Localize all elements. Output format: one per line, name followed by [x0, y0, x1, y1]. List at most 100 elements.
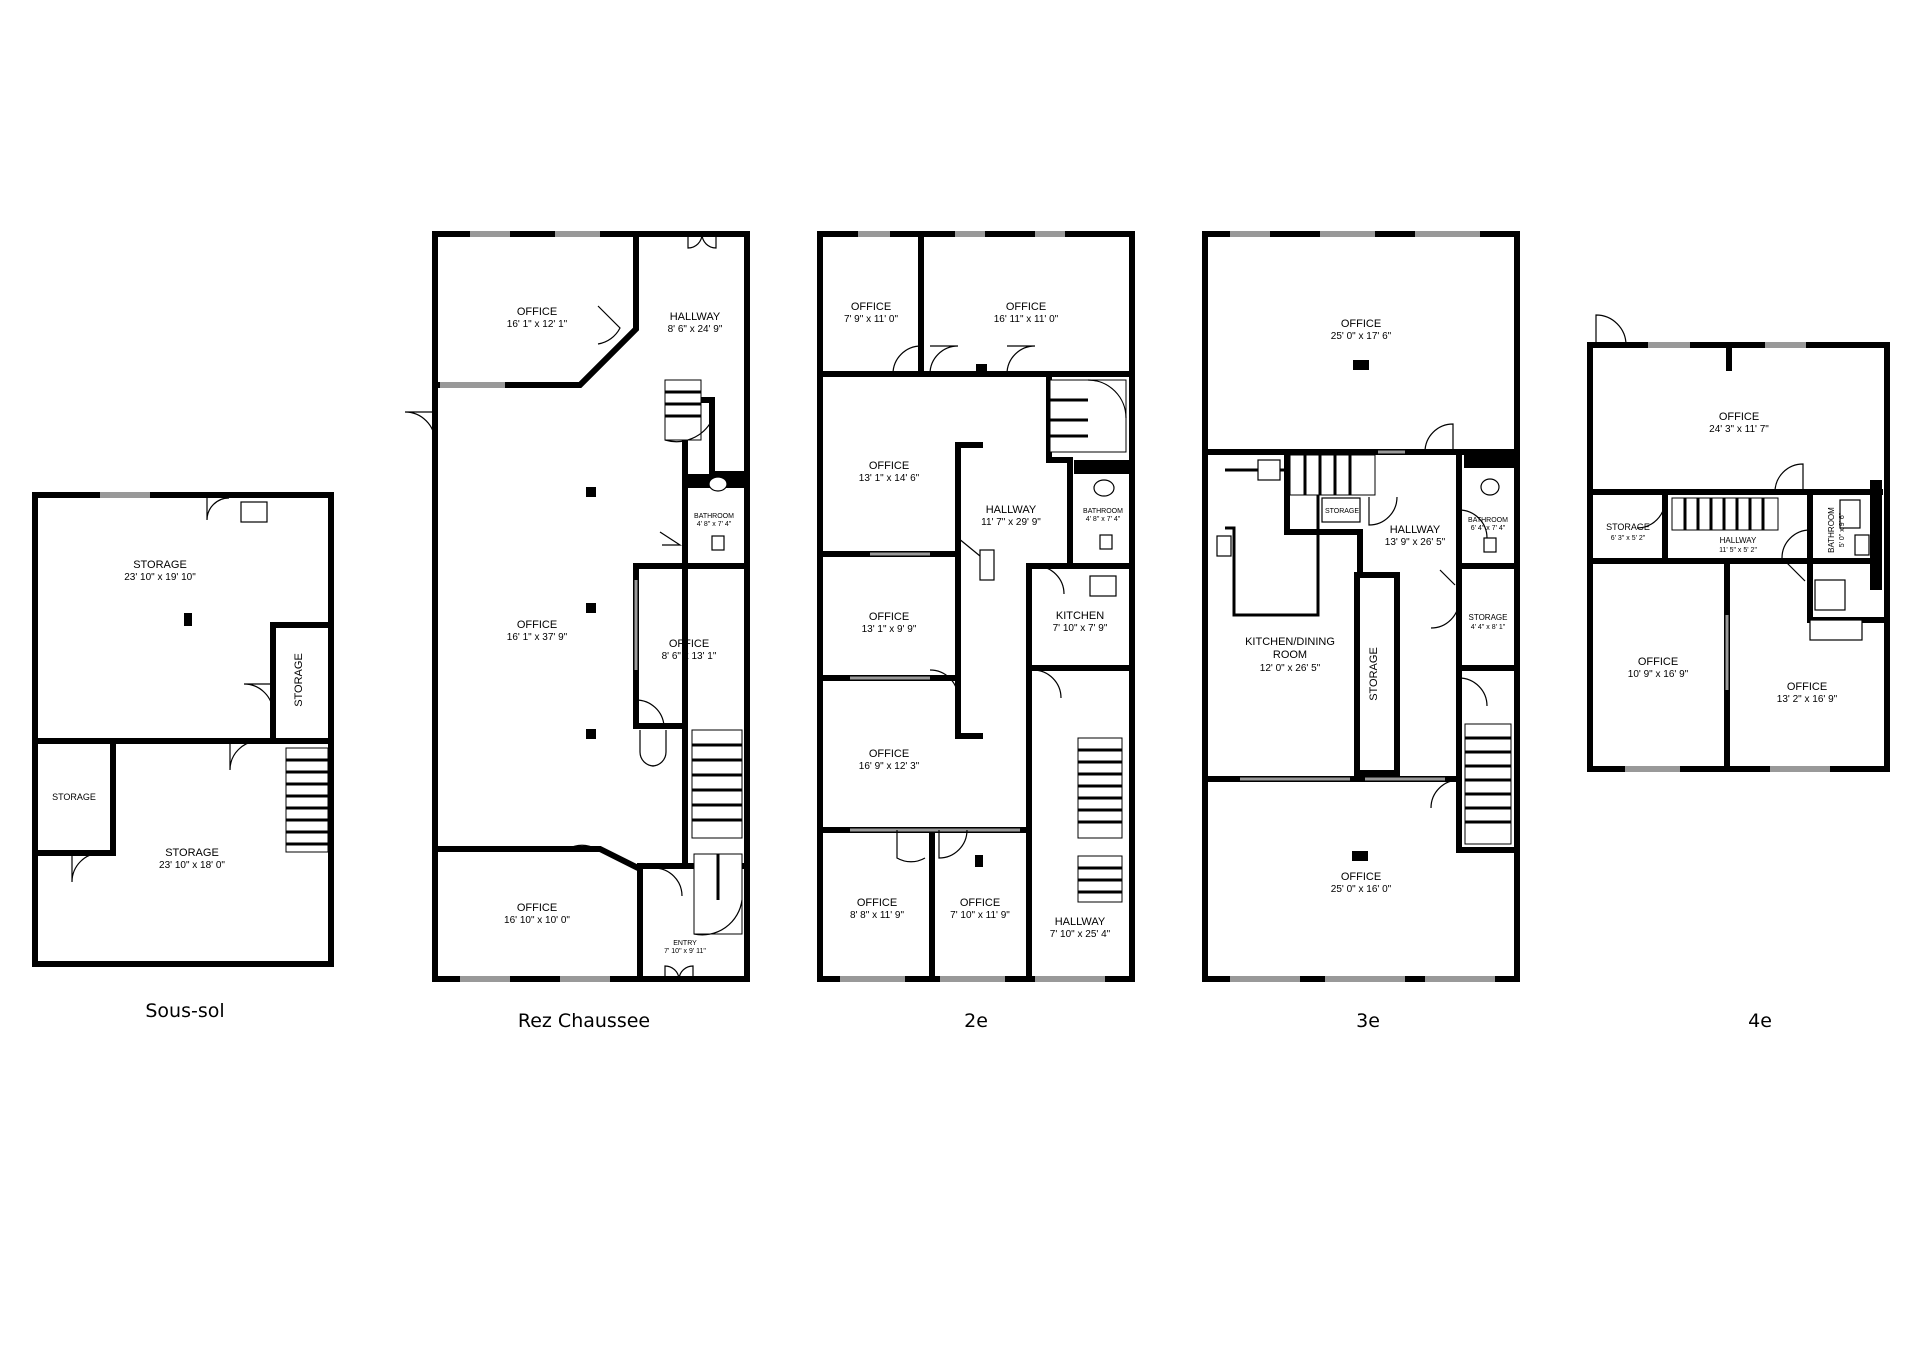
room-dims: 24' 3" x 11' 7" [1709, 424, 1769, 435]
stair-2e-2 [1077, 737, 1123, 839]
walls [1202, 231, 1520, 982]
room-name: ENTRY [673, 940, 697, 947]
room-dims: 5' 0" x 9' 6" [1839, 512, 1846, 547]
room-dims: 4' 4" x 8' 1" [1471, 624, 1506, 631]
room-dims: 11' 5" x 5' 2" [1719, 547, 1757, 554]
room-name: OFFICE [1006, 301, 1046, 313]
stair-ground-2 [691, 729, 743, 839]
room-dims: 7' 10" x 25' 4" [1050, 929, 1111, 940]
fixtures [1671, 497, 1870, 641]
stair-3e-2 [1464, 723, 1512, 845]
room-name: STORAGE [133, 559, 187, 571]
room-name: STORAGE [165, 847, 219, 859]
room-dims: 4' 8" x 7' 4" [1086, 516, 1121, 523]
floor-plan-3e: OFFICE 25' 0" x 17' 6" STORAGE HALLWAY 1… [1202, 231, 1520, 1032]
stair-3e-1 [1289, 454, 1376, 496]
room-name: STORAGE [1469, 613, 1508, 622]
room-name: OFFICE [857, 897, 897, 909]
room-name: OFFICE [517, 619, 557, 631]
room-dims: 13' 1" x 9' 9" [862, 624, 917, 635]
room-dims: 11' 7" x 29' 9" [981, 517, 1041, 528]
room-name: KITCHEN/DINING [1245, 636, 1335, 648]
stair-ground-3 [693, 853, 743, 936]
room-dims: 23' 10" x 18' 0" [159, 860, 225, 871]
room-dims: 7' 10" x 11' 9" [950, 910, 1010, 921]
room-name: OFFICE [960, 897, 1000, 909]
room-name: STORAGE [1368, 647, 1380, 701]
stair-4e [1671, 497, 1779, 531]
stair-2e-3 [1077, 855, 1123, 903]
room-dims: 25' 0" x 17' 6" [1331, 331, 1392, 342]
room-dims: 16' 1" x 12' 1" [507, 319, 568, 330]
room-name: OFFICE [1341, 871, 1381, 883]
windows [840, 231, 1105, 982]
room-dims: 16' 11" x 11' 0" [994, 314, 1059, 325]
room-name: STORAGE [1325, 508, 1359, 515]
room-name: OFFICE [1787, 681, 1827, 693]
stair-basement [285, 747, 329, 853]
windows [1625, 342, 1830, 772]
room-name: OFFICE [851, 301, 891, 313]
floor-label: 3e [1356, 1010, 1380, 1032]
room-name: STORAGE [52, 792, 96, 802]
room-name: STORAGE [293, 653, 305, 707]
room-name: BATHROOM [1827, 507, 1836, 553]
room-name: OFFICE [517, 902, 557, 914]
doors [404, 233, 717, 980]
stair-2e-1 [1049, 379, 1127, 453]
fixtures [975, 364, 1132, 903]
stair-ground-1 [664, 379, 713, 443]
room-dims: 16' 10" x 10' 0" [504, 915, 570, 926]
room-dims: 6' 3" x 5' 2" [1611, 535, 1646, 542]
floor-plan-rez-chaussee: OFFICE 16' 1" x 12' 1" HALLWAY 8' 6" x 2… [404, 231, 750, 1032]
room-dims: 7' 10" x 9' 11" [664, 948, 706, 955]
room-dims: 13' 1" x 14' 6" [859, 473, 920, 484]
room-dims: 4' 8" x 7' 4" [697, 521, 732, 528]
floor-label: Sous-sol [145, 1000, 224, 1022]
doors [1595, 314, 1811, 582]
room-name: BATHROOM [1083, 508, 1123, 515]
room-dims: 7' 9" x 11' 0" [844, 314, 899, 325]
room-dims: 12' 0" x 26' 5" [1260, 663, 1321, 674]
room-name: HALLWAY [1055, 916, 1106, 928]
floor-label: 2e [964, 1010, 988, 1032]
room-name: KITCHEN [1056, 610, 1104, 622]
fixtures [1216, 360, 1517, 861]
room-dims: 23' 10" x 19' 10" [124, 572, 196, 583]
windows [440, 231, 638, 982]
room-name: ROOM [1273, 649, 1307, 661]
room-name: OFFICE [869, 611, 909, 623]
room-name: HALLWAY [1390, 524, 1441, 536]
walls [1587, 342, 1890, 772]
room-dims: 10' 9" x 16' 9" [1628, 669, 1689, 680]
windows [1230, 231, 1495, 982]
room-name: OFFICE [517, 306, 557, 318]
room-name: OFFICE [869, 748, 909, 760]
room-dims: 8' 8" x 11' 9" [850, 910, 905, 921]
floor-plan-sous-sol: STORAGE 23' 10" x 19' 10" STORAGE STORAG… [32, 492, 334, 1022]
room-name: OFFICE [669, 638, 709, 650]
room-dims: 16' 9" x 12' 3" [859, 761, 920, 772]
room-name: OFFICE [1341, 318, 1381, 330]
room-dims: 13' 2" x 16' 9" [1777, 694, 1838, 705]
room-name: OFFICE [1719, 411, 1759, 423]
fixtures [586, 379, 747, 936]
fixtures [184, 501, 329, 853]
room-name: HALLWAY [1720, 536, 1757, 545]
floor-label: 4e [1748, 1010, 1772, 1032]
room-name: HALLWAY [986, 504, 1037, 516]
room-dims: 8' 6" x 13' 1" [662, 651, 717, 662]
room-name: OFFICE [1638, 656, 1678, 668]
room-name: HALLWAY [670, 311, 721, 323]
room-dims: 7' 10" x 7' 9" [1053, 623, 1108, 634]
walls [32, 492, 334, 967]
doors [1368, 423, 1488, 809]
doors [71, 497, 274, 883]
room-name: STORAGE [1606, 522, 1650, 532]
floor-plan-2e: OFFICE 7' 9" x 11' 0" OFFICE 16' 11" x 1… [817, 231, 1135, 1032]
room-name: OFFICE [869, 460, 909, 472]
room-dims: 8' 6" x 24' 9" [668, 324, 723, 335]
floor-label: Rez Chaussee [518, 1010, 650, 1032]
room-dims: 6' 4" x 7' 4" [1471, 525, 1506, 532]
